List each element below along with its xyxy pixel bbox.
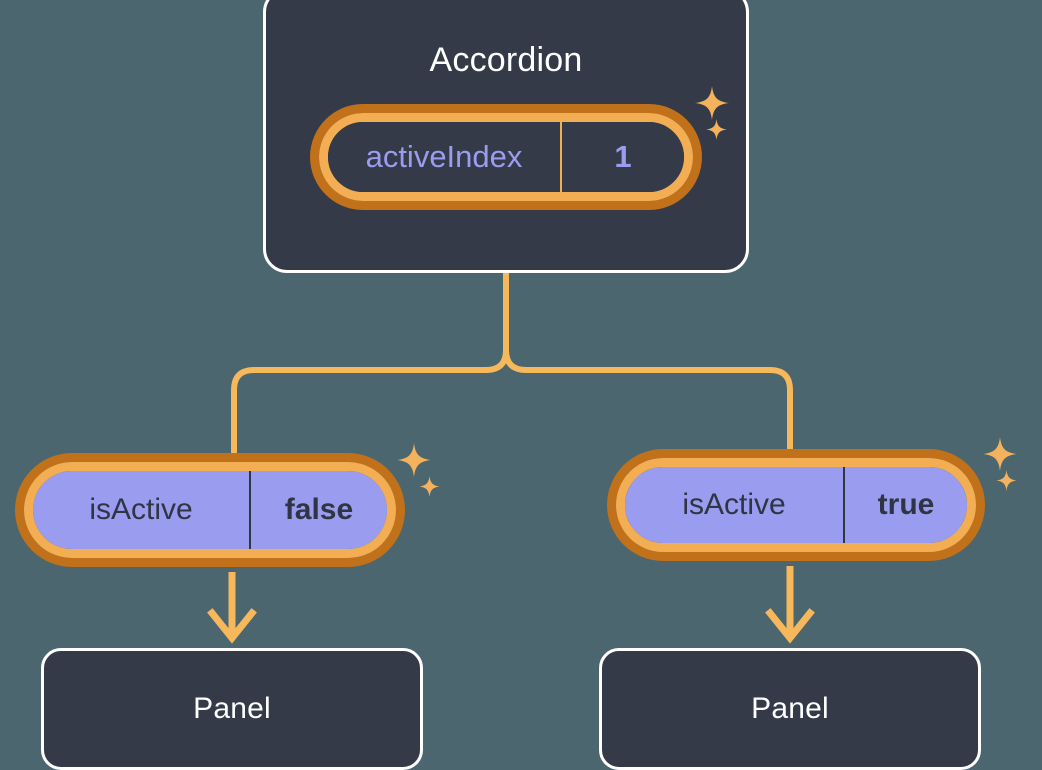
wire-branch-right xyxy=(503,347,793,469)
state-value-is-active-left: false xyxy=(284,493,354,526)
sparkle-left-large-icon xyxy=(397,443,431,477)
state-key-is-active-right: isActive xyxy=(625,467,845,543)
state-pill-active-index[interactable]: activeIndex 1 xyxy=(319,113,693,201)
wire-arrow-left-head xyxy=(207,608,257,644)
panel-right-title: Panel xyxy=(751,692,829,725)
state-key-active-index: activeIndex xyxy=(328,122,562,192)
sparkle-left-small-icon xyxy=(419,476,440,497)
component-node-panel-right[interactable]: Panel xyxy=(599,648,981,770)
state-pill-is-active-right[interactable]: isActive true xyxy=(616,458,976,552)
accordion-title: Accordion xyxy=(429,41,583,79)
state-key-is-active-left: isActive xyxy=(33,471,251,549)
sparkle-right-small-icon xyxy=(996,470,1017,491)
wire-branch-left xyxy=(231,347,509,473)
state-pill-is-active-left[interactable]: isActive false xyxy=(24,462,396,558)
sparkle-right-large-icon xyxy=(983,437,1017,471)
state-pill-body: isActive true xyxy=(625,467,967,543)
state-pill-body: isActive false xyxy=(33,471,387,549)
state-pill-body: activeIndex 1 xyxy=(328,122,684,192)
component-node-panel-left[interactable]: Panel xyxy=(41,648,423,770)
state-value-is-active-right: true xyxy=(877,488,935,521)
panel-left-title: Panel xyxy=(193,692,271,725)
state-value-active-index: 1 xyxy=(614,139,632,174)
wire-arrow-right-head xyxy=(765,608,815,644)
